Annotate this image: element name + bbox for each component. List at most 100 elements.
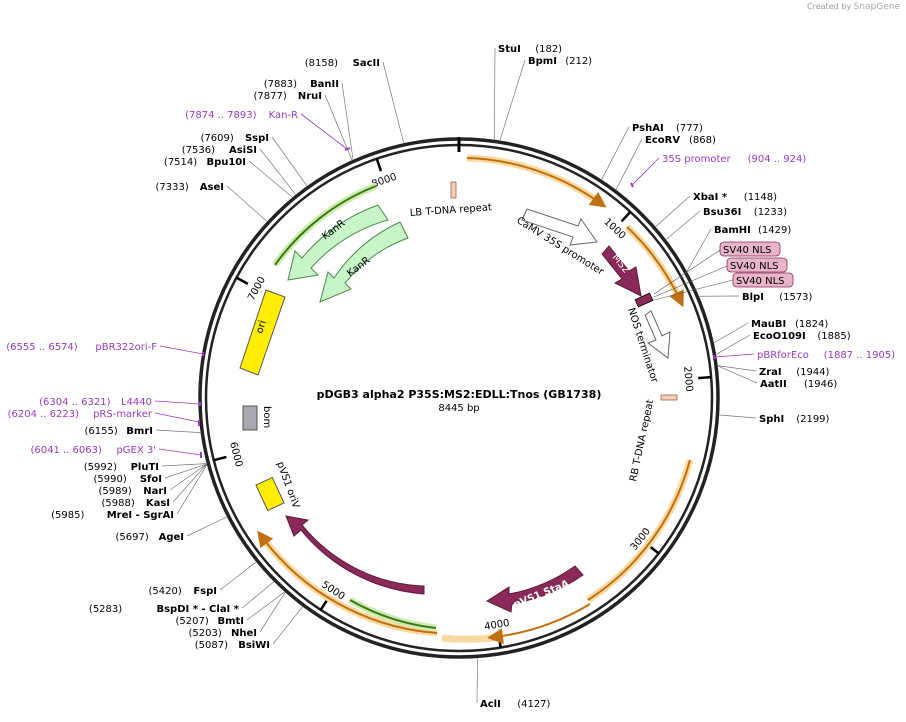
enzyme-position: (2199) xyxy=(796,414,829,425)
primer-name: 35S promoter xyxy=(662,154,732,165)
tick-label: 4000 xyxy=(484,618,511,633)
enzyme-position: (8158) xyxy=(305,58,338,69)
enzyme-name: BsiWI xyxy=(238,640,270,651)
enzyme-position: (182) xyxy=(535,44,562,55)
bom-box xyxy=(242,405,258,431)
tick-mark xyxy=(213,455,227,462)
enzyme-name: SphI xyxy=(759,414,784,425)
watermark-created-by: Created by xyxy=(807,2,852,11)
enzyme-position: (1946) xyxy=(804,379,837,390)
enzyme-leader xyxy=(717,365,758,384)
enzyme-name: Bsu36I xyxy=(703,207,741,218)
enzyme-leader xyxy=(601,126,630,180)
lb-repeat-label: LB T-DNA repeat xyxy=(409,202,492,219)
primer-leader xyxy=(159,345,204,355)
enzyme-leader xyxy=(716,334,751,355)
enzyme-name: BmrI xyxy=(126,426,153,437)
enzyme-position: (5988) xyxy=(102,498,135,509)
orange-arrows xyxy=(257,157,691,644)
enzyme-bamhi: BamHI(1429) xyxy=(714,225,791,236)
enzyme-name: BpmI xyxy=(528,56,557,67)
sv40-nls-bars xyxy=(634,292,654,308)
enzyme-fspi: FspI(5420) xyxy=(149,586,217,597)
enzyme-position: (7609) xyxy=(201,133,234,144)
enzyme-acli: AclI(4127) xyxy=(480,699,551,710)
enzyme-asisi: AsiSI(7536) xyxy=(182,145,257,156)
enzyme-name: NruI xyxy=(298,91,322,102)
primer-position: (6204 .. 6223) xyxy=(8,409,80,420)
enzyme-stui: StuI(182) xyxy=(498,44,562,55)
enzyme-position: (5989) xyxy=(99,486,132,497)
enzyme-name: BspDI * - ClaI * xyxy=(156,604,239,615)
enzyme-position: (7333) xyxy=(156,182,189,193)
primer-position: (6304 .. 6321) xyxy=(39,397,111,408)
enzyme-leader xyxy=(164,463,207,479)
enzyme-name: EcoO109I xyxy=(753,331,806,342)
primer-position: (904 .. 924) xyxy=(748,154,807,165)
watermark-brand: SnapGene xyxy=(853,2,900,12)
ori-label: ori xyxy=(254,319,268,335)
enzyme-leader xyxy=(226,185,268,222)
tick-label: 2000 xyxy=(681,366,694,392)
enzyme-ecoo109i: EcoO109I(1885) xyxy=(753,331,851,342)
tick-label: 6000 xyxy=(227,441,244,468)
primer-leader xyxy=(300,113,348,150)
enzyme-position: (5283) xyxy=(89,604,122,615)
primer-labels: 35S promoter(904 .. 924)pBRforEco(1887 .… xyxy=(6,110,895,456)
enzyme-leader xyxy=(655,195,691,227)
enzyme-position: (7514) xyxy=(164,157,197,168)
primer-prs-marker: pRS-marker(6204 .. 6223) xyxy=(8,409,153,420)
enzyme-agei: AgeI(5697) xyxy=(116,532,184,543)
primer-pbr322ori-f: pBR322ori-F(6555 .. 6574) xyxy=(6,342,157,353)
enzyme-name: AseI xyxy=(200,182,224,193)
primer-kan-r: Kan-R (7874 .. 7893) xyxy=(185,110,298,121)
enzyme-position: (1429) xyxy=(758,225,791,236)
enzyme-ecorv: EcoRV(868) xyxy=(645,135,716,146)
snapgene-watermark: Created by SnapGene xyxy=(807,2,900,12)
enzyme-leader xyxy=(259,592,286,633)
enzyme-position: (7536) xyxy=(182,145,215,156)
enzyme-position: (5990) xyxy=(94,474,127,485)
enzyme-name: AatII xyxy=(760,379,787,390)
primer-position: (7874 .. 7893) xyxy=(185,110,257,121)
enzyme-name: SacII xyxy=(353,58,380,69)
enzyme-leader xyxy=(341,82,354,160)
leader-lines xyxy=(155,47,758,704)
primer-leader xyxy=(158,448,202,456)
enzyme-position: (1944) xyxy=(796,367,829,378)
enzyme-leader xyxy=(615,138,643,190)
enzyme-name: MreI - SgrAI xyxy=(107,510,174,521)
primer-l4440: L4440(6304 .. 6321) xyxy=(39,397,152,408)
enzyme-leader xyxy=(271,136,308,187)
ms2-arrow xyxy=(601,245,642,297)
enzyme-position: (6155) xyxy=(85,426,118,437)
enzyme-leader xyxy=(161,463,207,467)
enzyme-position: (7883) xyxy=(264,79,297,90)
enzyme-leader xyxy=(219,561,257,591)
primer-name: Kan-R xyxy=(269,110,298,121)
enzyme-position: (5992) xyxy=(84,462,117,473)
enzyme-sspi: SspI(7609) xyxy=(201,133,269,144)
enzyme-leader xyxy=(324,94,353,161)
sv40-nls-labels: SV40 NLS SV40 NLS SV40 NLS xyxy=(653,241,794,301)
enzyme-position: (868) xyxy=(689,135,716,146)
enzyme-bmri: BmrI (6155) xyxy=(85,426,153,437)
enzyme-asei: AseI (7333) xyxy=(156,182,224,193)
enzyme-position: (1573) xyxy=(779,292,812,303)
enzyme-leader xyxy=(259,148,296,195)
enzyme-maubi: MauBI(1824) xyxy=(751,319,828,330)
lb-repeat-box xyxy=(450,181,457,199)
enzyme-kasi: KasI(5988) xyxy=(102,498,170,509)
enzyme-position: (5697) xyxy=(116,532,149,543)
enzyme-leader xyxy=(246,591,285,621)
enzyme-name: FspI xyxy=(193,586,217,597)
primer-position: (6041 .. 6063) xyxy=(30,445,102,456)
enzyme-leader xyxy=(155,429,201,433)
plasmid-size: 8445 bp xyxy=(438,403,479,414)
rb-repeat-box xyxy=(660,394,678,401)
primer-leader xyxy=(154,412,200,423)
pvs1-staa-arrow xyxy=(485,565,584,613)
enzyme-pshai: PshAI(777) xyxy=(632,123,703,134)
enzyme-zrai: ZraI(1944) xyxy=(759,367,830,378)
enzyme-mrei-sgrai: MreI - SgrAI(5985) xyxy=(51,510,174,521)
